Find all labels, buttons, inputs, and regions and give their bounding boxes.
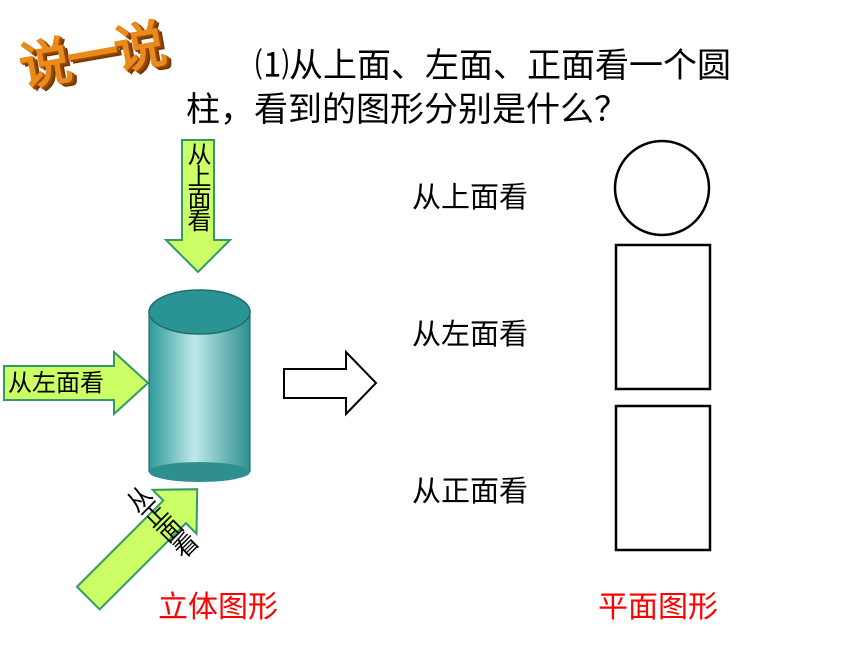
- top-arrow-label: 从上面看: [183, 142, 211, 230]
- left-view-label: 从左面看: [412, 317, 529, 351]
- left-view-arrow: [3, 349, 150, 417]
- top-view-label: 从上面看: [412, 180, 529, 214]
- solid-figure-caption: 立体图形: [158, 590, 278, 625]
- transform-arrow: [283, 349, 378, 417]
- question-line-2: 柱，看到的图形分别是什么？: [186, 90, 628, 130]
- plane-figure-caption: 平面图形: [598, 590, 718, 625]
- front-view-arrow: [75, 488, 199, 611]
- cylinder: [148, 289, 251, 482]
- left-arrow-label: 从左面看: [8, 369, 104, 397]
- front-view-rectangle: [614, 404, 712, 552]
- top-view-circle: [613, 139, 711, 237]
- left-view-rectangle: [614, 243, 712, 391]
- front-view-label: 从正面看: [412, 474, 529, 508]
- top-view-arrow: [163, 139, 233, 274]
- question-line-1: ⑴从上面、左面、正面看一个圆: [255, 46, 731, 86]
